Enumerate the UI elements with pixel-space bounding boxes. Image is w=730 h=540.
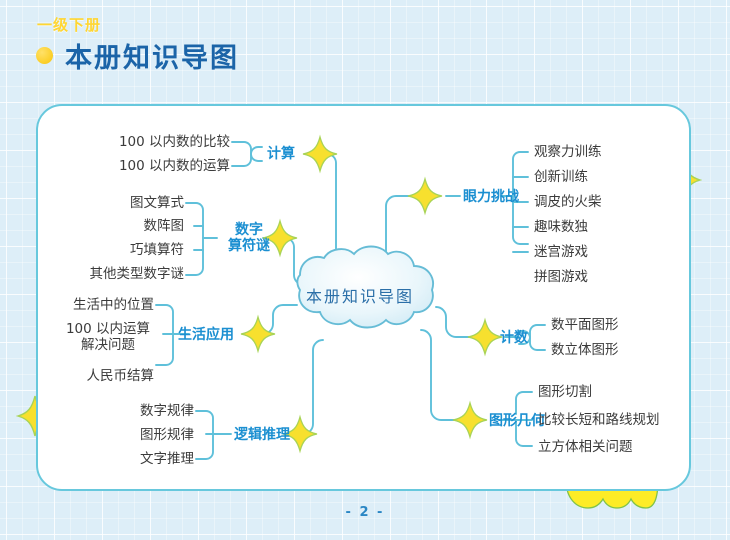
dot-icon: [36, 47, 53, 64]
leaf-node: 100 以内运算解决问题: [65, 321, 151, 353]
leaf-node: 拼图游戏: [534, 269, 588, 285]
branch-label-jishu: 计数: [500, 330, 528, 346]
branch-label-shuzisuanfumi: 数字 算符谜: [219, 222, 279, 254]
branch-label-jisuan: 计算: [267, 146, 295, 162]
leaf-node: 比较长短和路线规划: [538, 412, 660, 428]
leaf-node: 立方体相关问题: [538, 439, 633, 455]
leaf-node: 人民币结算: [86, 368, 155, 384]
page-title-row: 本册知识导图: [36, 36, 239, 75]
leaf-node: 数阵图: [143, 218, 185, 234]
page-title: 本册知识导图: [65, 43, 239, 74]
branch-label-line2: 算符谜: [228, 238, 270, 255]
leaf-node: 数立体图形: [551, 342, 619, 358]
leaf-node: 创新训练: [534, 169, 588, 185]
leaf-node: 数字规律: [140, 403, 194, 419]
branch-label-line1: 数字: [235, 222, 263, 238]
leaf-node: 100 以内数的比较: [118, 134, 230, 150]
page-number: - 2 -: [345, 505, 385, 520]
leaf-node: 数平面图形: [551, 317, 619, 333]
leaf-node: 图形规律: [140, 427, 194, 443]
leaf-node: 图形切割: [538, 384, 592, 400]
leaf-node: 图文算式: [130, 195, 184, 211]
leaf-node: 其他类型数字谜: [89, 266, 185, 282]
grade-label: 一级下册: [37, 16, 102, 34]
branch-label-luojituili: 逻辑推理: [234, 427, 290, 443]
center-node-label: 本册知识导图: [305, 287, 414, 306]
branch-label-shenghuoyingyong: 生活应用: [178, 327, 234, 343]
leaf-node: 趣味数独: [534, 219, 588, 235]
leaf-node: 文字推理: [140, 451, 194, 467]
leaf-node: 生活中的位置: [73, 297, 154, 313]
leaf-node: 调皮的火柴: [534, 194, 602, 210]
leaf-node: 100 以内数的运算: [118, 158, 230, 174]
branch-label-tuxingjihe: 图形几何: [489, 413, 545, 429]
leaf-node: 迷宫游戏: [534, 244, 588, 260]
leaf-node: 观察力训练: [534, 144, 602, 160]
leaf-node: 巧填算符: [130, 242, 184, 258]
branch-label-yanlitiaozhan: 眼力挑战: [463, 189, 519, 205]
